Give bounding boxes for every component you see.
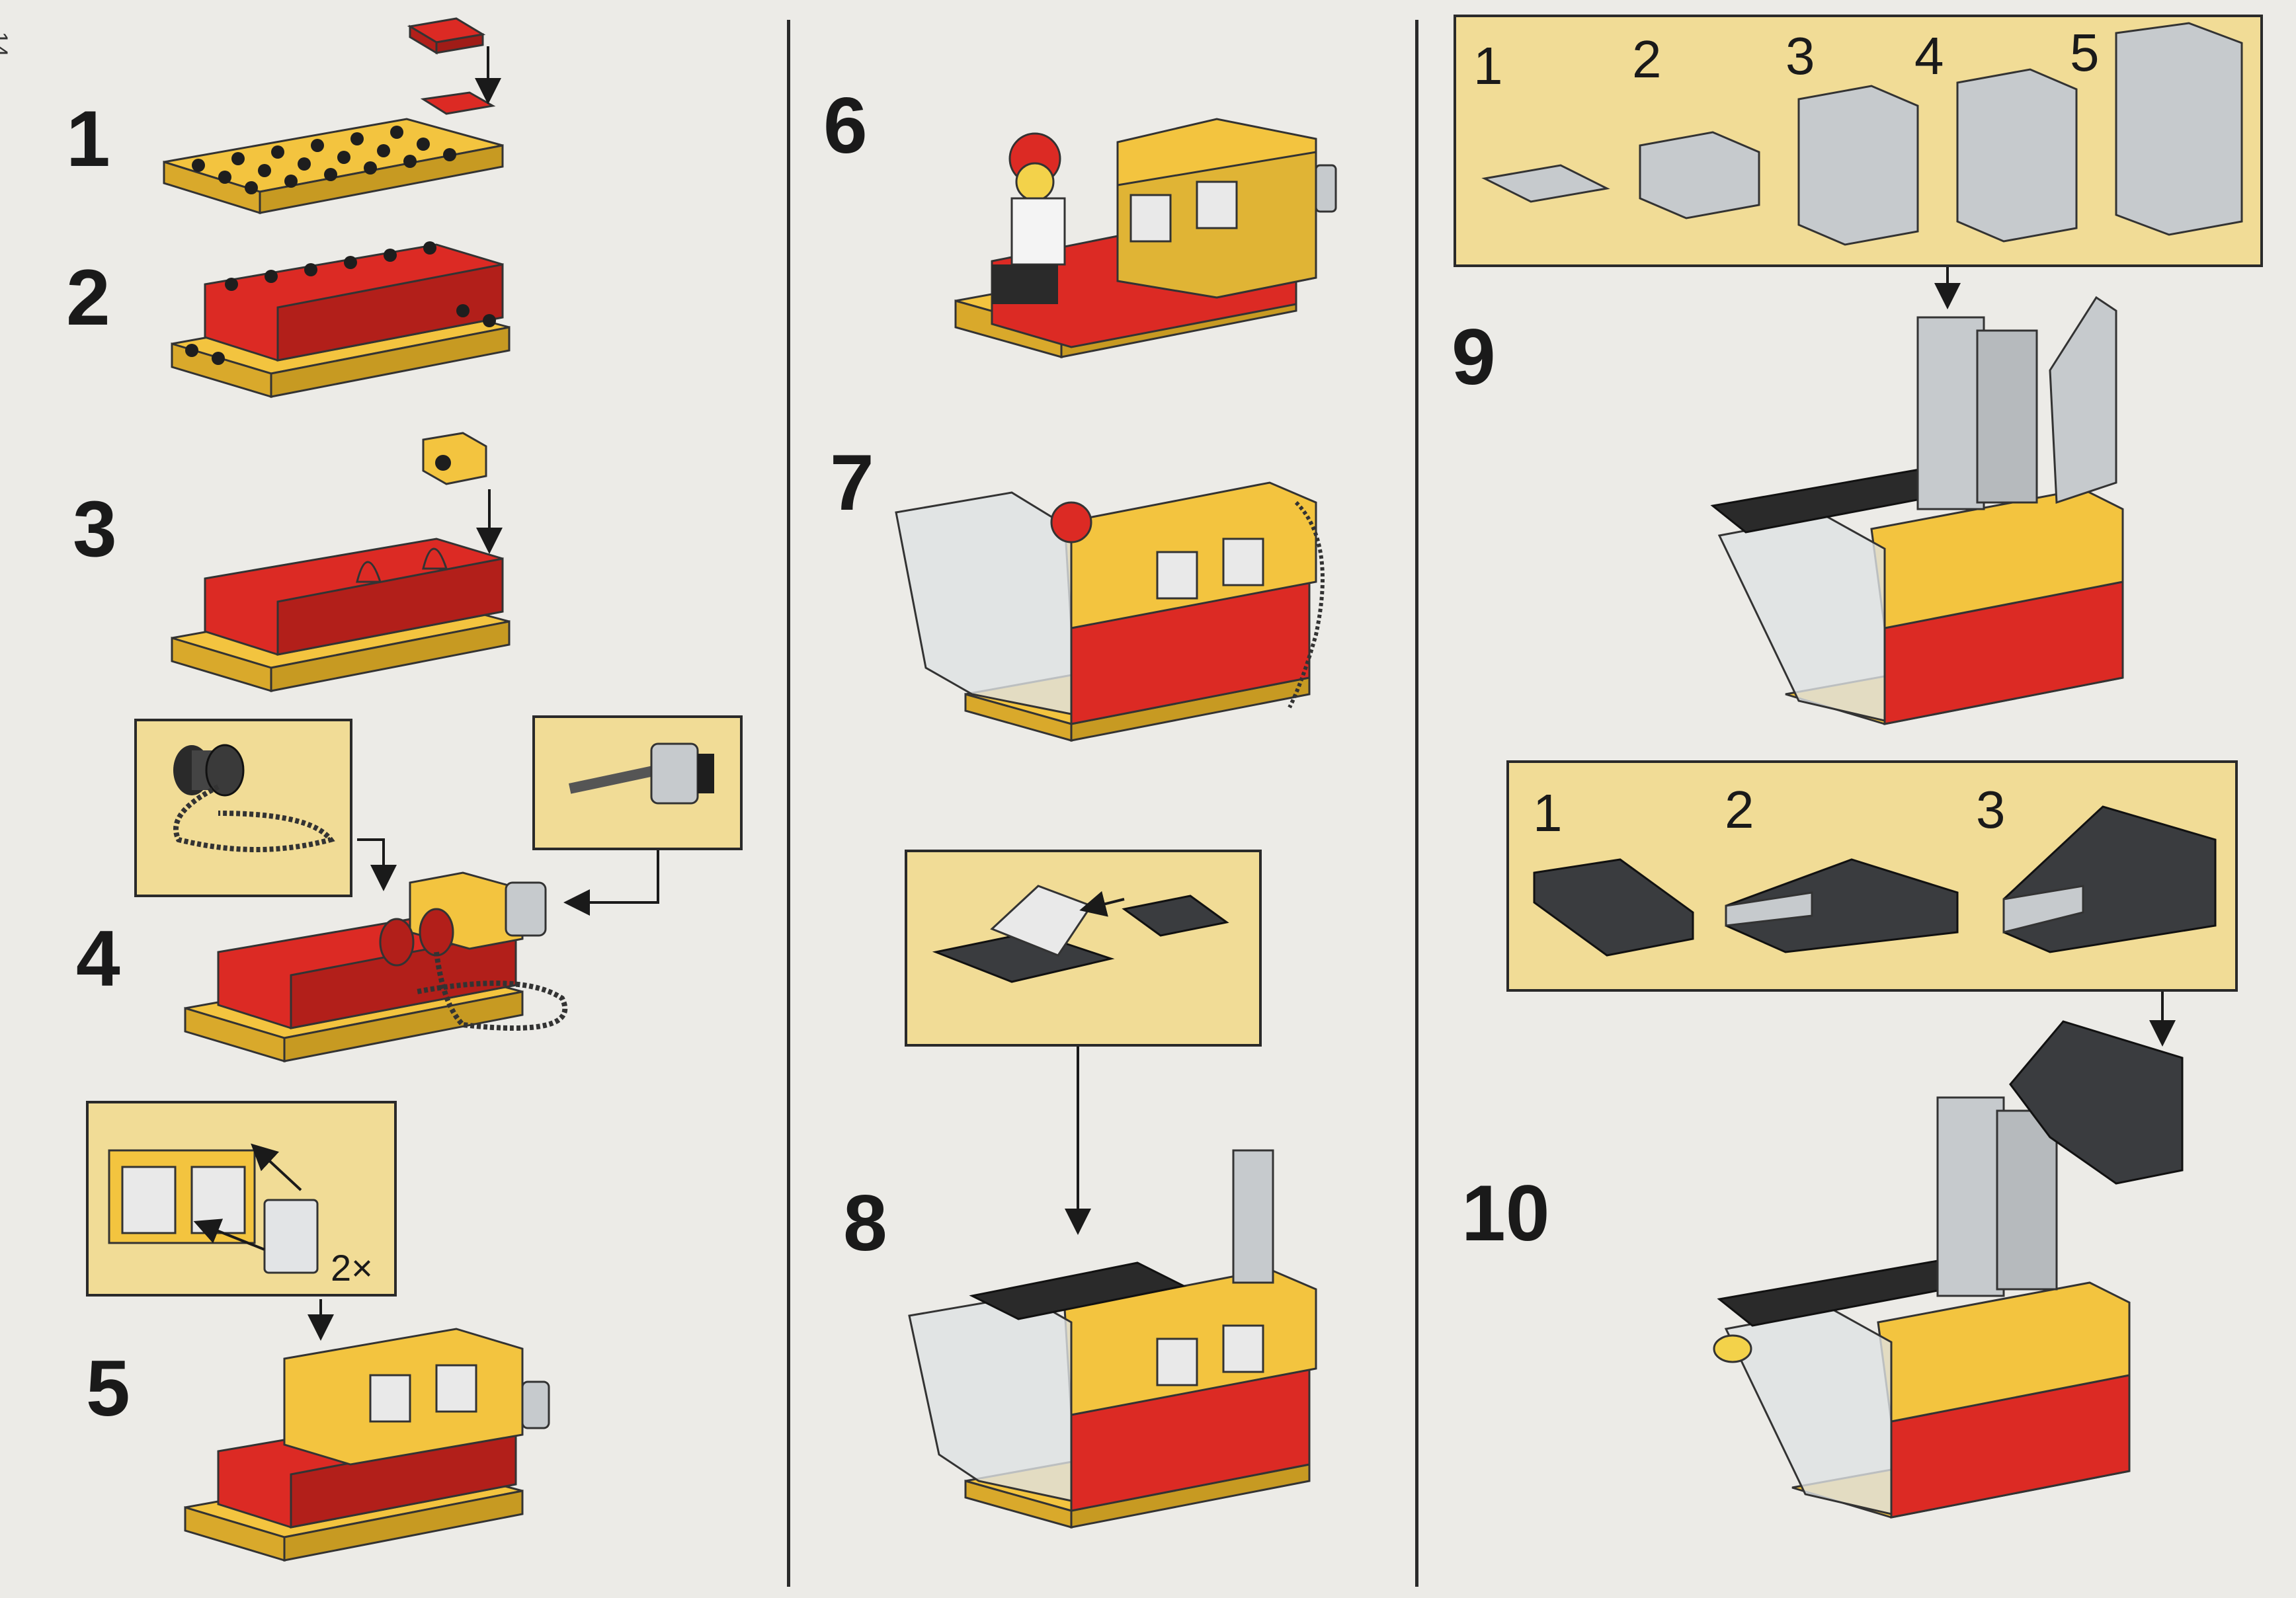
step1-plate-model (163, 17, 504, 215)
substep-top-5: 5 (2070, 23, 2100, 82)
hatch-part (932, 885, 1229, 1235)
column-divider-left (787, 20, 790, 1587)
step8-model (908, 1149, 1317, 1529)
arrow-icon (357, 838, 397, 891)
step-number-8: 8 (843, 1179, 887, 1267)
chain-icon (173, 784, 335, 852)
arrow-icon (1079, 891, 1125, 917)
chain-icon (416, 951, 568, 1031)
step7-model (895, 481, 1325, 742)
step-number-2: 2 (66, 253, 110, 342)
step-number-7: 7 (830, 438, 874, 527)
callout-chain-spool (134, 719, 352, 897)
step6-model (954, 118, 1337, 358)
step-number-1: 1 (66, 95, 110, 183)
step5-model (108, 1143, 550, 1562)
dark-slope-substeps (1533, 805, 2217, 1047)
step-number-9: 9 (1452, 313, 1496, 401)
arrow-icon (251, 1143, 302, 1191)
substep-mid-3: 3 (1976, 780, 2006, 839)
step2-model (171, 241, 511, 399)
step3-model (171, 432, 511, 693)
substep-mid-2: 2 (1725, 780, 1754, 839)
substep-top-1: 1 (1473, 36, 1503, 95)
gray-tower-substeps (1481, 22, 2243, 309)
axle-part (569, 742, 714, 805)
step-number-10: 10 (1461, 1169, 1550, 1258)
arrow-icon (193, 1218, 265, 1251)
step-number-6: 6 (823, 81, 868, 170)
quantity-multiplier: 2× (331, 1247, 373, 1289)
step-number-5: 5 (86, 1344, 130, 1433)
arrow-icon (563, 850, 659, 916)
step10-model (1713, 1020, 2184, 1519)
window-pane-part (263, 1199, 319, 1274)
step-number-3: 3 (73, 485, 117, 573)
step4-model (173, 742, 714, 1063)
substep-top-3: 3 (1785, 26, 1815, 85)
step9-model (1710, 296, 2124, 725)
substep-mid-1: 1 (1533, 783, 1563, 842)
minifigure-icon (992, 132, 1066, 304)
column-divider-right (1415, 20, 1418, 1587)
winch-icon (173, 744, 245, 797)
window-frame-part (108, 1149, 256, 1244)
step-number-4: 4 (76, 914, 120, 1003)
substep-top-4: 4 (1914, 26, 1944, 85)
substep-top-2: 2 (1632, 30, 1662, 89)
